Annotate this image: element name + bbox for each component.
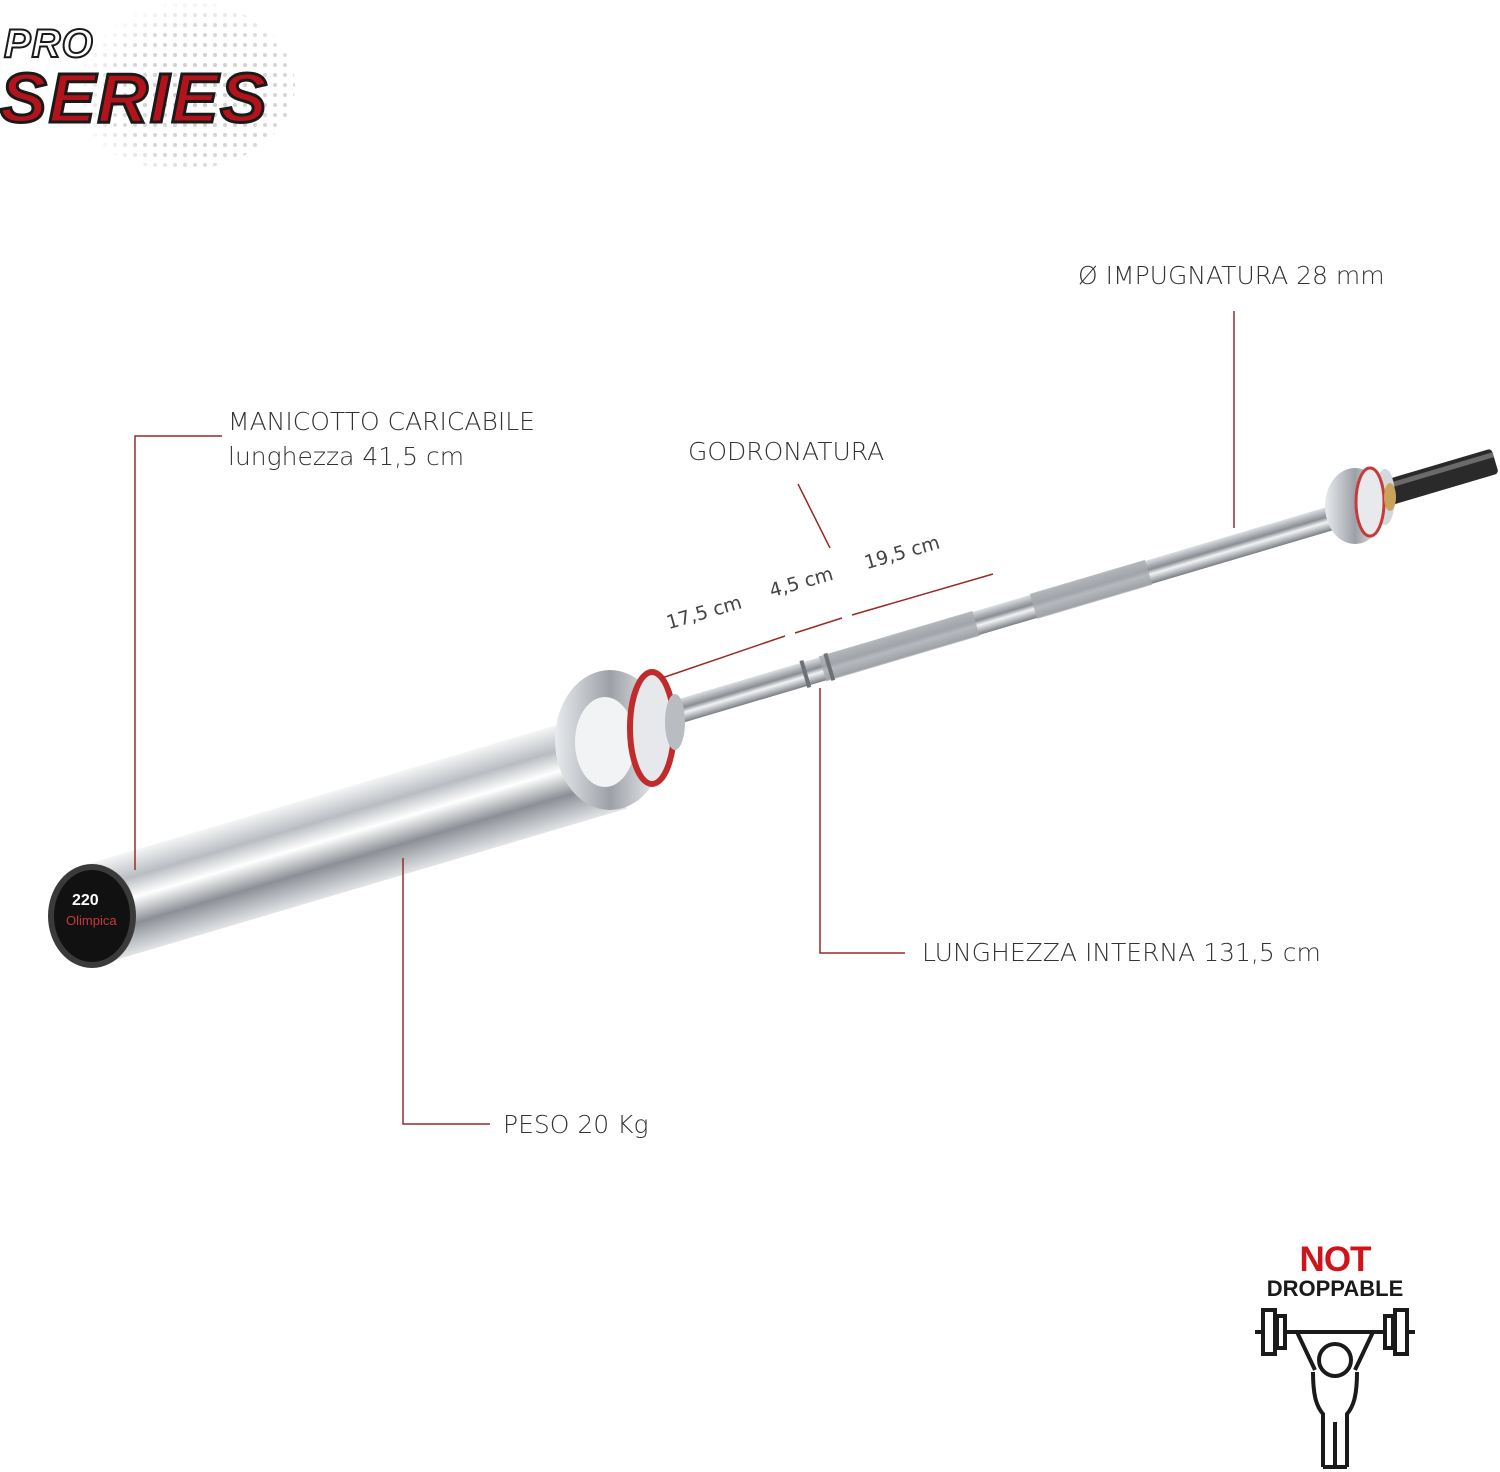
dim-line-3 (851, 573, 994, 616)
bar-shaft (646, 489, 1392, 732)
leader-sleeve (134, 435, 222, 870)
logo-series-text: SERIES (0, 58, 269, 139)
badge-not-text: NOT (1299, 1240, 1372, 1279)
end-cap-graphic-2: Olimpica (66, 913, 117, 928)
leader-knurling (797, 483, 831, 549)
dim-line-1 (661, 635, 786, 679)
right-sleeve (1377, 449, 1498, 507)
grip-diameter-label: Ø IMPUGNATURA 28 mm (1078, 261, 1385, 290)
right-collar (1325, 466, 1396, 544)
not-droppable-badge: NOT DROPPABLE (1235, 1240, 1435, 1470)
dim-line-2 (794, 617, 843, 634)
leader-inner-length (819, 688, 905, 954)
pro-series-logo: PRO SERIES (0, 0, 300, 175)
badge-droppable-text: DROPPABLE (1266, 1276, 1404, 1301)
leader-lines (134, 311, 1235, 1125)
weight-label: PESO 20 Kg (503, 1110, 649, 1139)
inner-length-label: LUNGHEZZA INTERNA 131,5 cm (922, 938, 1321, 967)
end-cap-graphic: 220 (72, 892, 99, 909)
left-collar (555, 669, 685, 810)
knurling-label: GODRONATURA (688, 437, 885, 466)
weightlifter-icon (1255, 1308, 1415, 1469)
leader-weight (402, 858, 490, 1125)
left-sleeve (80, 712, 627, 962)
sleeve-title-label: MANICOTTO CARICABILE (228, 407, 535, 436)
halftone-pattern (62, 0, 298, 173)
logo-pro-text: PRO (3, 21, 94, 67)
sleeve-length-label: lunghezza 41,5 cm (228, 442, 465, 471)
